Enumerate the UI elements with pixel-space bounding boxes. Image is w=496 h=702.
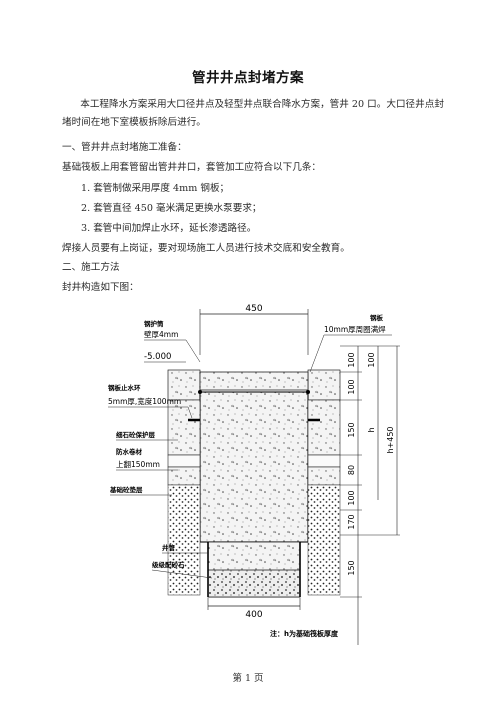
gravel-label: 级级配砂石 (151, 560, 185, 569)
elevation-label: -5.000 (144, 352, 171, 362)
dim-label: 100 (347, 490, 356, 505)
section2-heading: 二、施工方法 (62, 262, 120, 273)
list-item: 2. 套管直径 450 毫米满足更换水泵要求； (81, 203, 262, 214)
plate-desc-label: 10mm厚周圈满焊 (324, 324, 386, 334)
dim-label: 100 (367, 352, 376, 367)
wall-label: 壁厚4mm (144, 329, 178, 339)
list-item: 1. 套管制做采用厚度 4mm 钢板； (81, 183, 230, 194)
dim-label: 150 (347, 560, 356, 575)
waterproof-label: 防水卷材 (116, 447, 143, 456)
well-label: 井管 (162, 543, 176, 552)
list-item: 3. 套管中间加焊止水环，延长渗透路径。 (81, 223, 257, 234)
waterproof-up-label: 上翻150mm (116, 460, 160, 469)
ring-size-label: 5mm厚,宽度100mm (108, 396, 181, 406)
dim-label: 80 (347, 465, 356, 475)
total-dim-label: h+450 (386, 426, 395, 453)
section1-note: 焊接人员要有上岗证，要对现场施工人员进行技术交底和安全教育。 (62, 243, 350, 254)
dim-label: 100 (347, 379, 356, 394)
page-title: 管井井点封堵方案 (192, 70, 304, 86)
diagram-note: 注：h为基础筏板厚度 (270, 629, 339, 638)
cushion-label: 基础砼垫层 (109, 485, 143, 494)
dim-label: 150 (347, 422, 356, 437)
dim-label: 170 (347, 514, 356, 529)
h-label: h (367, 427, 376, 432)
page-number: 第 1 页 (232, 673, 264, 684)
section1-text: 基础筏板上用套管留出管井井口，套管加工应符合以下几条： (62, 162, 322, 173)
well-sealing-diagram: 450 400 钢护筒 壁厚4mm (108, 304, 400, 645)
section1-heading: 一、管井井点封堵施工准备： (62, 142, 187, 153)
section2-text: 封井构造如下图： (62, 282, 139, 293)
top-dimension: 450 (245, 304, 262, 314)
bottom-dimension: 400 (245, 610, 262, 620)
water-ring-label: 钢板止水环 (108, 383, 141, 392)
dim-label: 100 (347, 352, 356, 367)
casing-label: 钢护筒 (144, 319, 164, 328)
plate-label: 钢板 (370, 313, 384, 322)
intro-paragraph: 本工程降水方案采用大口径井点及轻型井点联合降水方案，管井 20 口。大口径井点封… (62, 99, 444, 128)
protect-label: 细石砼保护层 (116, 430, 156, 439)
